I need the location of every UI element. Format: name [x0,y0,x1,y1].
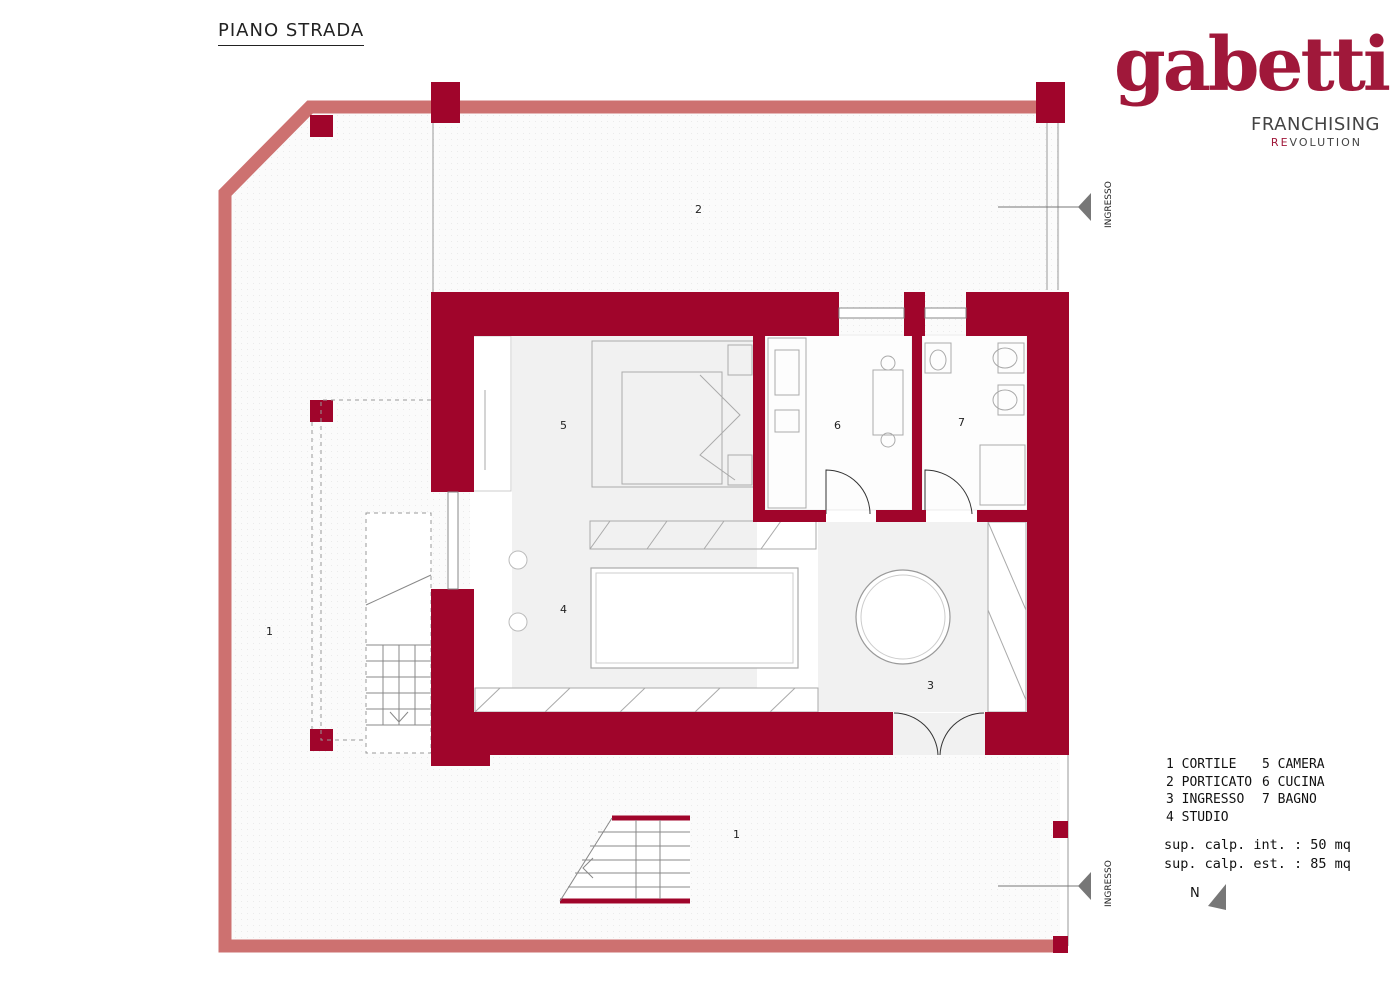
brand-logo: gabetti FRANCHISING REVOLUTION [1114,28,1391,155]
room-label-studio: 4 [560,603,567,616]
legend-item: 3 INGRESSO [1166,792,1245,807]
surface-areas: sup. calp. int. : 50 mq sup. calp. est. … [1164,836,1351,874]
bathroom-fittings [924,342,1026,506]
kitchen-floor [764,334,913,511]
entrance-label: INGRESSO [1104,181,1114,228]
pillar [310,115,333,137]
room-label-cucina: 6 [834,419,841,432]
entrance-threshold [893,713,985,755]
room-label-cortile: 1 [266,625,273,638]
legend-item: 1 CORTILE [1166,757,1237,772]
entrance-label: INGRESSO [1104,860,1114,907]
room-label-cortile: 1 [733,828,740,841]
bath-floor [921,334,1028,511]
bottom-stair [559,815,690,904]
logo-subtitle-2: REVOLUTION [1271,136,1362,149]
side-stair [365,574,432,726]
house-walls [431,292,1069,766]
room-label-camera: 5 [560,419,567,432]
room-label-porticato: 2 [695,203,702,216]
pillar [1053,936,1068,953]
studio-sofa-inner [595,572,794,664]
legend-item: 2 PORTICATO [1166,774,1253,790]
legend-item: 4 STUDIO [1166,809,1229,825]
logo-accent: RE [1270,136,1290,149]
kitchen-fittings [767,337,904,509]
legend-item: 7 BAGNO [1262,792,1317,807]
stool [508,612,528,632]
area-external: sup. calp. est. : 85 mq [1164,856,1351,872]
left-cabinet [472,335,512,492]
room-label-bagno: 7 [958,416,965,429]
windows [447,307,967,590]
area-internal: sup. calp. int. : 50 mq [1164,837,1351,853]
door-swings [825,469,985,756]
legend-item: 6 CUCINA [1262,774,1325,790]
boundary-wall [218,100,1060,953]
room-label-ingresso: 3 [927,679,934,692]
pillar [1053,821,1068,838]
legend-col-2: 5 CAMERA 6 CUCINA 7 BAGNO [1262,756,1325,809]
logo-wordmark: gabetti [1114,22,1391,108]
entrance-arrow-bottom [998,872,1091,900]
legend-item: 5 CAMERA [1262,757,1325,772]
north-label: N [1190,886,1200,901]
stair-landing [365,512,432,754]
round-table [855,569,951,665]
logo-subtitle: FRANCHISING [1251,114,1380,135]
logo-rest: VOLUTION [1289,136,1362,149]
studio-sofa [590,567,799,669]
north-arrow-icon [1208,884,1226,910]
stool [508,550,528,570]
entrance-arrow-top [998,193,1091,221]
legend-col-1: 1 CORTILE 2 PORTICATO 3 INGRESSO 4 STUDI… [1166,756,1252,826]
page-title: PIANO STRADA [218,20,365,46]
pillar [1036,82,1065,123]
round-table-inner [860,574,946,660]
pillar [431,82,460,123]
